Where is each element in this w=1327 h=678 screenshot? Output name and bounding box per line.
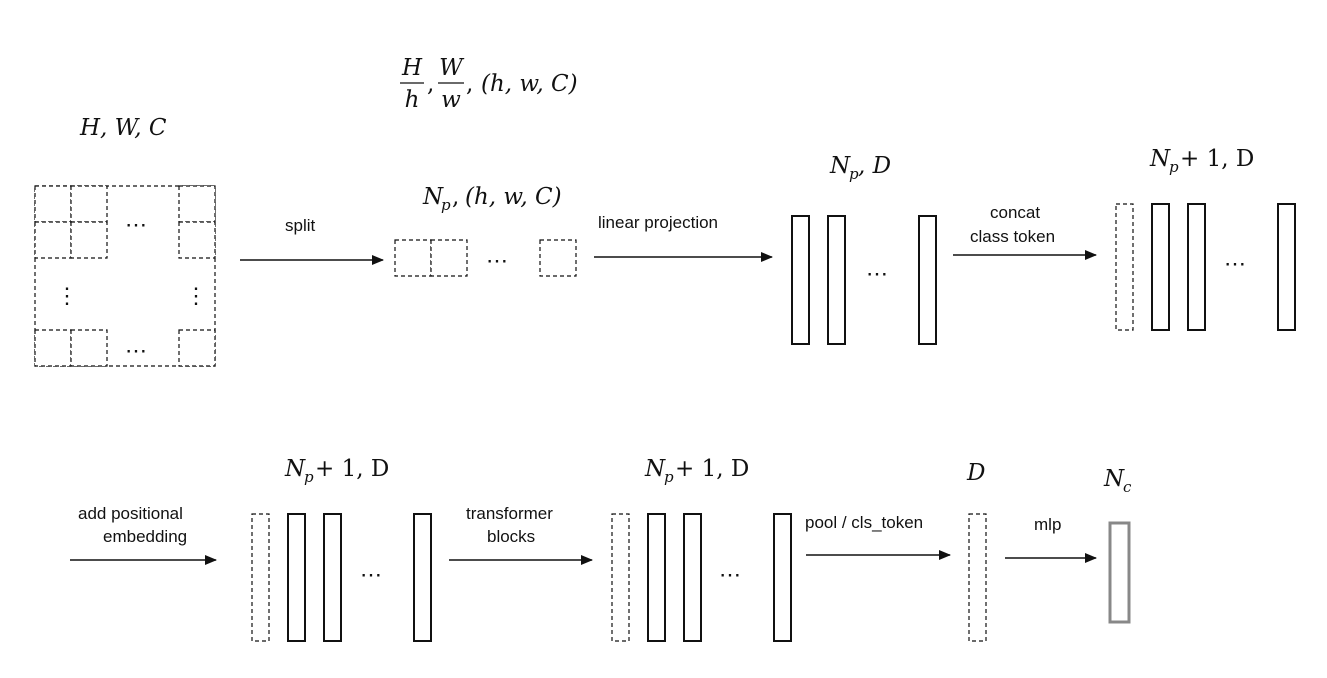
projection-dims-sub: p	[849, 165, 859, 183]
image-patch	[70, 329, 108, 367]
patches-dims-tail: (h, w, C)	[465, 184, 562, 210]
class-token-bar	[1115, 203, 1134, 331]
token-bar	[791, 215, 810, 345]
token-ellipsis: ⋯	[866, 262, 888, 287]
formula-h-denominator: h	[405, 87, 420, 113]
image-patch	[178, 221, 216, 259]
image-dims-label: H, W, C	[79, 115, 167, 141]
positional-arrow-label-2: embedding	[103, 527, 187, 546]
projection-dims-tail: , D	[858, 153, 891, 179]
projection-dims-label: N p , D	[829, 153, 891, 183]
class-logits-bar	[1108, 521, 1131, 624]
pooled-dims-label: D	[966, 460, 985, 486]
transformer-dims-sub: p	[664, 468, 674, 486]
patches-dims-sub: p	[441, 196, 451, 214]
token-bar	[827, 215, 846, 345]
split-arrow-label: split	[285, 216, 316, 235]
image-patch	[178, 329, 216, 367]
projected-token-sequence: ⋯	[791, 215, 937, 345]
concat-dims-label: N p + 1, D	[1149, 146, 1254, 176]
patch	[430, 239, 468, 277]
projection-dims-base: N	[829, 153, 851, 179]
formula-tail: (h, w, C)	[481, 71, 578, 97]
concat-arrow-label-1: concat	[990, 203, 1040, 222]
positional-dims-tail: + 1, D	[315, 456, 389, 482]
positional-arrow-label-1: add positional	[78, 504, 183, 523]
token-bar	[918, 215, 937, 345]
transformer-output-sequence: ⋯	[611, 513, 792, 642]
patches-dims-label: N p , (h, w, C)	[422, 184, 562, 214]
token-ellipsis: ⋯	[719, 563, 741, 588]
image-patch	[178, 185, 216, 223]
patch-sequence: ⋯	[394, 239, 577, 277]
token-ellipsis: ⋯	[360, 563, 382, 588]
transformer-dims-base: N	[644, 456, 666, 482]
token-bar	[773, 513, 792, 642]
input-image-grid: ⋯ ⋯ ⋮ ⋮	[34, 185, 216, 367]
linear-projection-arrow-label: linear projection	[598, 213, 718, 232]
concat-dims-base: N	[1149, 146, 1171, 172]
image-patch	[70, 185, 108, 223]
token-bar	[323, 513, 342, 642]
output-dims-label: N c	[1103, 466, 1132, 496]
image-patch	[70, 221, 108, 259]
image-ellipsis-left: ⋮	[56, 284, 78, 309]
patches-dims-comma: ,	[452, 184, 459, 210]
concat-dims-tail: + 1, D	[1180, 146, 1254, 172]
patch	[539, 239, 577, 277]
formula-comma: ,	[427, 71, 434, 97]
pooled-token-bar	[968, 513, 987, 642]
transformer-dims-tail: + 1, D	[675, 456, 749, 482]
image-patch	[34, 329, 72, 367]
transformer-arrow-label-2: blocks	[487, 527, 535, 546]
output-dims-base: N	[1103, 466, 1125, 492]
token-bar	[1151, 203, 1170, 331]
transformer-arrow-label-1: transformer	[466, 504, 553, 523]
token-bar	[647, 513, 666, 642]
image-ellipsis-right: ⋮	[185, 284, 207, 309]
formula-w-denominator: w	[441, 87, 461, 113]
positional-dims-label: N p + 1, D	[284, 456, 389, 486]
token-ellipsis: ⋯	[1224, 252, 1246, 277]
positional-dims-sub: p	[304, 468, 314, 486]
patch-grid-formula: H h , W w , (h, w, C)	[400, 55, 578, 113]
patches-dims-base: N	[422, 184, 444, 210]
patch	[394, 239, 432, 277]
token-bar	[683, 513, 702, 642]
image-patch	[34, 221, 72, 259]
concat-token-sequence: ⋯	[1115, 203, 1296, 331]
mlp-arrow-label: mlp	[1034, 515, 1061, 534]
concat-arrow-label-2: class token	[970, 227, 1055, 246]
token-bar	[1187, 203, 1206, 331]
output-dims-sub: c	[1123, 478, 1132, 496]
formula-h-numerator: H	[401, 55, 423, 81]
image-patch	[34, 185, 72, 223]
class-token-bar	[251, 513, 270, 642]
token-bar	[413, 513, 432, 642]
formula-w-numerator: W	[439, 55, 465, 81]
concat-dims-sub: p	[1169, 158, 1179, 176]
transformer-dims-label: N p + 1, D	[644, 456, 749, 486]
image-ellipsis-bottom: ⋯	[125, 339, 147, 364]
class-token-bar	[611, 513, 630, 642]
token-bar	[1277, 203, 1296, 331]
patch-ellipsis: ⋯	[486, 249, 508, 274]
positional-dims-base: N	[284, 456, 306, 482]
pool-arrow-label: pool / cls_token	[805, 513, 923, 532]
token-bar	[287, 513, 306, 642]
formula-comma: ,	[466, 71, 473, 97]
image-ellipsis-top: ⋯	[125, 213, 147, 238]
embedded-token-sequence: ⋯	[251, 513, 432, 642]
